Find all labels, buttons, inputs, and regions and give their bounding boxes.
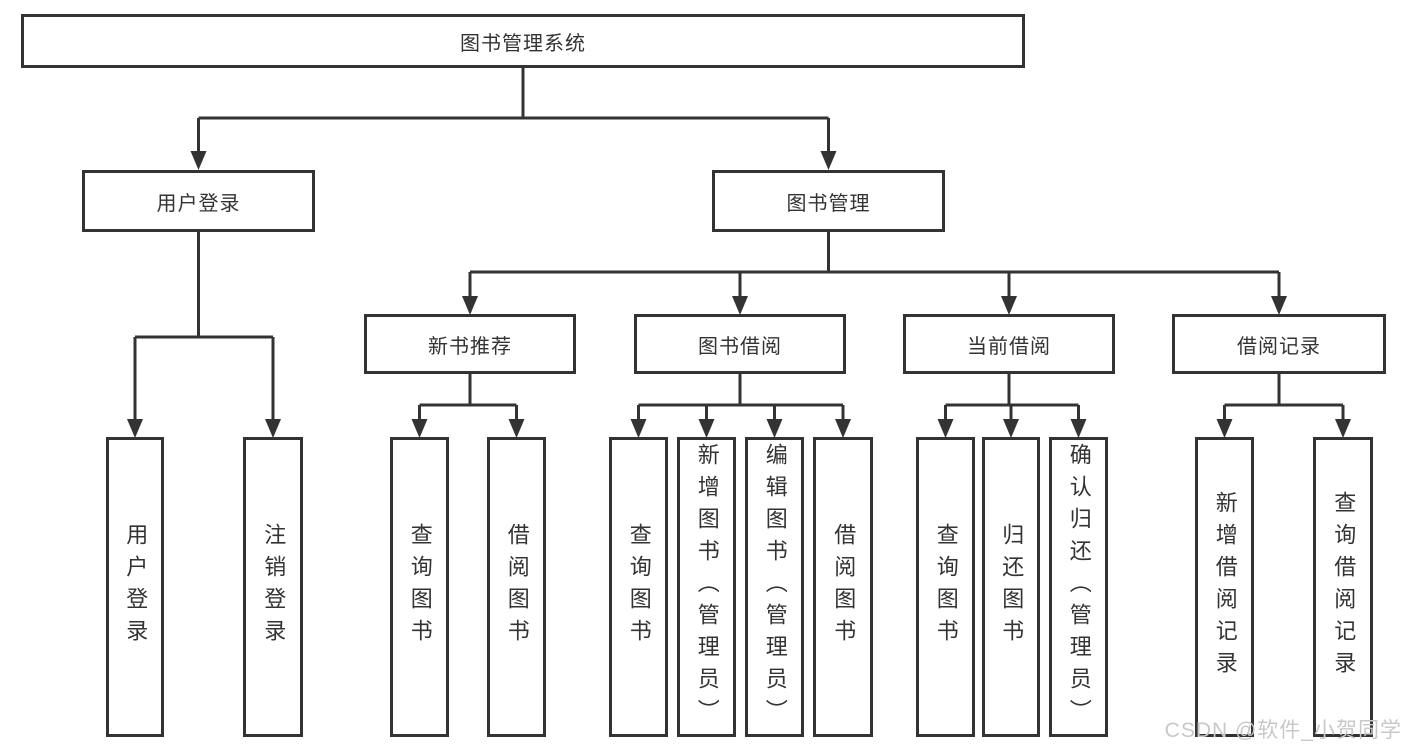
arrowhead-icon (508, 419, 525, 438)
node-label: 用户登录 (156, 192, 241, 215)
arrowhead-icon (630, 419, 647, 438)
arrowhead-icon (1216, 419, 1233, 438)
arrowhead-icon (127, 419, 143, 438)
connector-current-borrowing-to-leaves (937, 374, 1087, 438)
node-leaf-return-books: 归还图书 (982, 437, 1040, 737)
node-label: 查询借阅记录 (1331, 491, 1357, 683)
node-leaf-query-borrow-record: 查询借阅记录 (1313, 437, 1373, 737)
node-label: 图书管理系统 (460, 32, 586, 55)
arrowhead-icon (1070, 419, 1087, 438)
watermark: CSDN @软件_小贺同学 (1164, 719, 1402, 742)
connector-book-management-to-level3 (462, 232, 1287, 315)
node-leaf-add-borrow-record: 新增借阅记录 (1195, 437, 1254, 737)
node-label: 确认归还（管理员） (1066, 443, 1092, 731)
connector-root-to-level2 (190, 68, 837, 170)
node-leaf-logout: 注销登录 (243, 437, 303, 737)
arrowhead-icon (411, 419, 428, 438)
node-leaf-borrow-books-1: 借阅图书 (487, 437, 546, 737)
node-label: 用户登录 (123, 523, 149, 651)
node-user-login: 用户登录 (82, 170, 315, 232)
node-new-book-recommend: 新书推荐 (364, 314, 576, 374)
arrowhead-icon (1335, 419, 1351, 438)
arrowhead-icon (698, 419, 715, 438)
node-label: 图书借阅 (698, 335, 782, 358)
arrowhead-icon (462, 296, 478, 315)
node-leaf-query-books-1: 查询图书 (390, 437, 449, 737)
connector-book-borrowing-to-leaves (630, 374, 851, 438)
arrowhead-icon (732, 296, 748, 315)
arrowhead-icon (937, 419, 954, 438)
node-label: 编辑图书（管理员） (762, 443, 788, 731)
connector-user-login-to-leaves (127, 232, 281, 438)
node-label: 当前借阅 (967, 335, 1051, 358)
node-label: 借阅记录 (1237, 335, 1321, 358)
node-label: 新增借阅记录 (1212, 491, 1238, 683)
node-library-management-system: 图书管理系统 (21, 14, 1025, 68)
node-leaf-add-books-admin: 新增图书（管理员） (677, 437, 736, 737)
node-label: 借阅图书 (504, 523, 530, 651)
node-label: 新书推荐 (428, 335, 512, 358)
arrowhead-icon (1271, 296, 1287, 315)
arrowhead-icon (835, 419, 851, 438)
arrowhead-icon (1001, 296, 1017, 315)
arrowhead-icon (1003, 419, 1019, 438)
node-book-management: 图书管理 (712, 170, 945, 232)
node-label: 图书管理 (786, 192, 871, 215)
arrowhead-icon (820, 151, 837, 170)
node-label: 查询图书 (407, 523, 433, 651)
arrowhead-icon (190, 151, 207, 170)
node-leaf-edit-books-admin: 编辑图书（管理员） (745, 437, 804, 737)
node-label: 注销登录 (261, 523, 287, 651)
node-current-borrowing: 当前借阅 (903, 314, 1115, 374)
connector-new-book-recommend-to-leaves (411, 374, 525, 438)
node-book-borrowing: 图书借阅 (634, 314, 846, 374)
node-label: 查询图书 (626, 523, 652, 651)
arrowhead-icon (766, 419, 783, 438)
node-leaf-query-books-3: 查询图书 (916, 437, 975, 737)
node-label: 借阅图书 (831, 523, 857, 651)
node-leaf-confirm-return-admin: 确认归还（管理员） (1049, 437, 1108, 737)
arrowhead-icon (265, 419, 281, 438)
node-leaf-query-books-2: 查询图书 (609, 437, 668, 737)
node-label: 归还图书 (999, 523, 1025, 651)
node-borrowing-records: 借阅记录 (1172, 314, 1386, 374)
node-label: 查询图书 (933, 523, 959, 651)
node-leaf-borrow-books-2: 借阅图书 (813, 437, 873, 737)
node-label: 新增图书（管理员） (694, 443, 720, 731)
connector-borrowing-records-to-leaves (1216, 374, 1351, 438)
node-leaf-user-login: 用户登录 (106, 437, 164, 737)
